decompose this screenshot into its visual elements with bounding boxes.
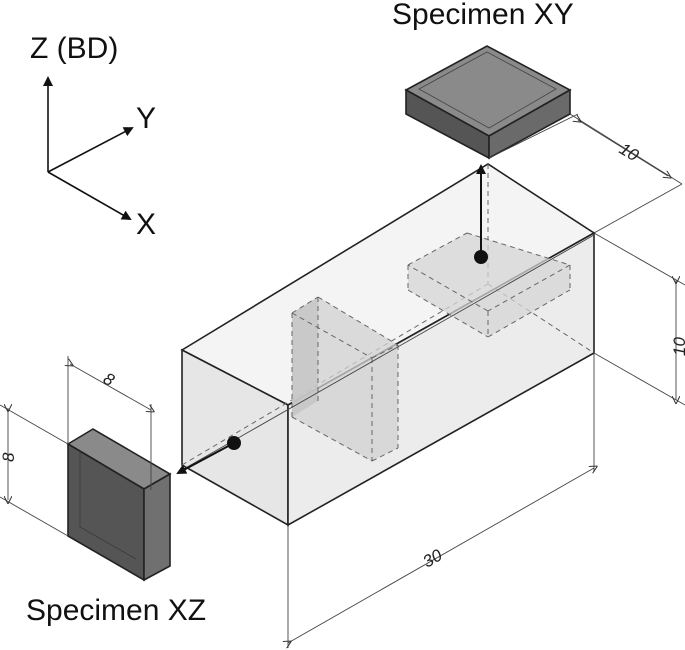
extraction-arrows (176, 164, 488, 474)
dim-xy-depth: 10 (616, 139, 642, 165)
dim-xz-width: 8 (100, 369, 118, 390)
inner-xy-section (407, 232, 571, 338)
inner-xz-section (291, 296, 399, 462)
y-axis-label: Y (136, 102, 156, 135)
dim-length: 30 (420, 545, 446, 571)
x-axis-label: X (136, 208, 156, 241)
build-block (180, 163, 596, 527)
dim-height: 10 (670, 337, 685, 356)
specimen-xy: Specimen XY (392, 0, 574, 160)
specimen-xz-label: Specimen XZ (26, 594, 206, 627)
y-axis-line (47, 127, 134, 173)
x-axis-line (47, 171, 132, 220)
dim-xz-height: 8 (0, 452, 18, 462)
specimen-xz: Specimen XZ (26, 428, 206, 627)
coordinate-axes: Z (BD) Y X (30, 32, 156, 241)
specimen-xy-label: Specimen XY (392, 0, 574, 31)
xz-extraction-arrow (176, 442, 235, 474)
z-axis-label: Z (BD) (30, 32, 118, 65)
